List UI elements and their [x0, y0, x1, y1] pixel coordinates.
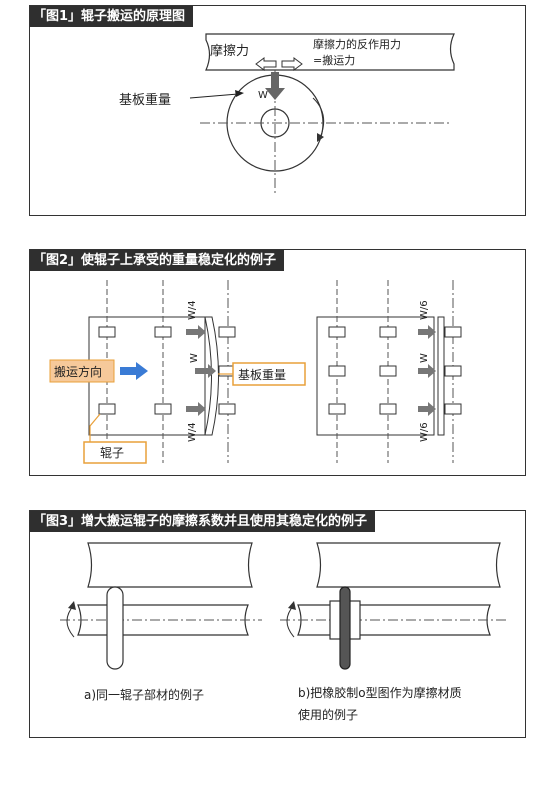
right-force-label-1: W/6: [419, 300, 430, 320]
caption-b-2: 使用的例子: [298, 707, 358, 722]
b-rotation-arrow-head: [288, 601, 296, 610]
b-rotation-arrow: [286, 604, 295, 638]
weight-arrow-shaft: [271, 72, 279, 88]
left-force-label-3: W/4: [187, 422, 198, 442]
caption-a: a)同一辊子部材的例子: [84, 687, 204, 702]
left-roller-4: [154, 403, 172, 415]
left-side-roller-1: [218, 326, 236, 338]
weight-label: 基板重量: [119, 92, 171, 108]
right-force-label-2: W: [419, 353, 430, 363]
weight-label-box: [232, 362, 306, 386]
reaction-label-2: =搬运力: [313, 53, 355, 67]
right-force-arrow-1: [418, 325, 436, 339]
right-roller-1: [328, 326, 346, 338]
b-o-ring: [339, 586, 351, 670]
rotation-arrow: [312, 97, 325, 139]
right-roller-6: [379, 403, 397, 415]
fig2-weight-label: 基板重量: [238, 368, 286, 382]
a-substrate: [87, 542, 253, 588]
roller-label-leader: [89, 413, 101, 442]
w-label: W: [258, 90, 268, 101]
right-roller-5: [328, 403, 346, 415]
left-side-roller-3: [218, 403, 236, 415]
direction-arrow: [120, 362, 148, 380]
figure-3-panel: 「图3」增大搬运辊子的摩擦系数并且使用其稳定化的例子 a)同一辊子部材的例子 b…: [29, 510, 526, 738]
figure-3-diagram: a)同一辊子部材的例子 b)把橡胶制o型图作为摩擦材质 使用的例子: [60, 542, 508, 722]
right-roller-2: [379, 326, 397, 338]
direction-label-box: [49, 359, 115, 383]
friction-arrow-left: [255, 57, 277, 71]
left-curved-substrate: [204, 316, 219, 436]
left-roller-1: [98, 326, 116, 338]
weight-arrow-head: [265, 88, 285, 100]
left-roller-2: [154, 326, 172, 338]
right-force-arrow-2: [418, 364, 436, 378]
left-force-arrow-2: [195, 364, 216, 378]
figure-2-diagram: 搬运方向 辊子 W/4 W W/4 基板重量: [49, 280, 462, 464]
roller-label-box: [83, 441, 147, 464]
direction-label: 搬运方向: [54, 364, 102, 379]
right-roller-4: [379, 365, 397, 377]
right-flat-substrate: [437, 316, 445, 436]
left-force-label-1: W/4: [187, 300, 198, 320]
figure-1-panel: 「图1」辊子搬运的原理图 摩擦力 摩擦力的反作用力 =搬运力 W 基板重量: [29, 5, 526, 216]
figure-1-title: 「图1」辊子搬运的原理图: [30, 6, 194, 27]
right-force-arrow-3: [418, 402, 436, 416]
figure-2-panel: 「图2」使辊子上承受的重量稳定化的例子 搬运方向 辊子 W/4 W W/4 基板…: [29, 249, 526, 476]
right-force-label-3: W/6: [419, 422, 430, 442]
rotation-arrow-head: [317, 133, 324, 142]
right-side-roller-3: [444, 403, 462, 415]
weight-pointer-head: [235, 90, 244, 97]
reaction-arrow-right: [281, 57, 303, 71]
a-rotation-arrow-head: [68, 601, 76, 610]
friction-label: 摩擦力: [210, 43, 249, 59]
a-roller: [106, 586, 124, 670]
weight-pointer: [189, 93, 239, 99]
reaction-label-1: 摩擦力的反作用力: [313, 37, 401, 51]
figure-3-title: 「图3」增大搬运辊子的摩擦系数并且使用其稳定化的例子: [30, 511, 376, 532]
left-roller-3: [98, 403, 116, 415]
caption-b-1: b)把橡胶制o型图作为摩擦材质: [298, 685, 462, 700]
left-force-arrow-1: [186, 325, 206, 339]
a-rotation-arrow: [66, 604, 75, 638]
b-substrate: [316, 542, 501, 588]
roller-label: 辊子: [100, 446, 124, 460]
left-force-arrow-3: [186, 402, 206, 416]
right-side-roller-1: [444, 326, 462, 338]
right-side-roller-2: [444, 365, 462, 377]
right-roller-3: [328, 365, 346, 377]
right-substrate: [316, 316, 435, 436]
figure-1-diagram: 摩擦力 摩擦力的反作用力 =搬运力 W 基板重量: [119, 33, 455, 196]
figure-2-title: 「图2」使辊子上承受的重量稳定化的例子: [30, 250, 285, 271]
left-force-label-2: W: [189, 353, 200, 363]
